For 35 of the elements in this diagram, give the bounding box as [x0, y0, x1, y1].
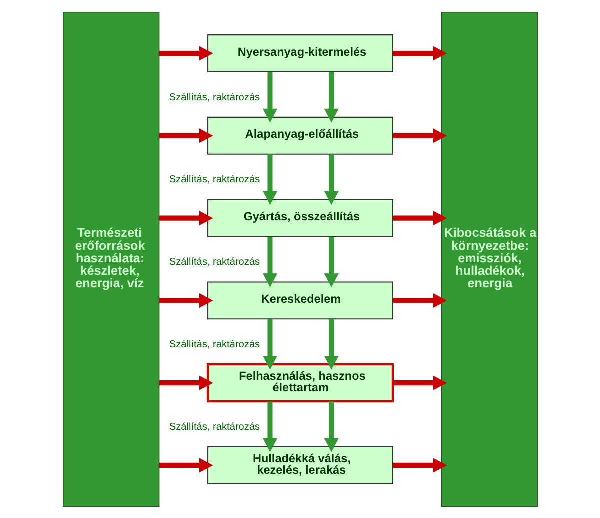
arrow — [158, 210, 213, 226]
arrow — [158, 128, 213, 143]
arrow — [262, 72, 277, 122]
node-box: Alapanyag-előállítás — [207, 116, 393, 154]
edge-label: Szállítás, raktározás — [168, 421, 260, 432]
arrow — [158, 46, 213, 60]
arrow — [392, 292, 447, 308]
arrow — [324, 236, 338, 287]
edge-label: Szállítás, raktározás — [168, 256, 260, 268]
node-box: Kibocsátások a környezetbe: emissziók, hulladékok, energia — [440, 11, 538, 507]
node-box: Hulladékká válás, kezelés, lerakás — [207, 446, 393, 484]
node-box: Kereskedelem — [207, 281, 393, 320]
edge-label: Szállítás, raktározás — [168, 338, 260, 350]
edge-label: Szállítás, raktározás — [168, 174, 260, 186]
node-box: Nyersanyag-kitermelés — [207, 34, 393, 72]
arrow — [158, 375, 213, 390]
arrow — [392, 46, 447, 60]
arrow — [262, 154, 277, 205]
arrow — [324, 72, 338, 122]
arrow — [392, 458, 447, 472]
arrow — [324, 318, 338, 370]
node-box: Gyártás, összeállítás — [207, 198, 393, 237]
arrow — [158, 458, 213, 472]
arrow — [324, 154, 338, 205]
node-box: Felhasználás, hasznos élettartam — [206, 363, 394, 402]
arrow — [158, 292, 213, 308]
arrow — [392, 210, 447, 226]
edge-label: Szállítás, raktározás — [168, 92, 260, 103]
arrow — [262, 236, 277, 287]
arrow — [262, 318, 277, 370]
node-box: Természeti erőforrások használata: készletek, energia, víz — [62, 11, 160, 507]
arrow — [392, 128, 447, 143]
arrow — [324, 401, 338, 452]
arrow — [262, 401, 277, 452]
arrow — [392, 375, 447, 390]
